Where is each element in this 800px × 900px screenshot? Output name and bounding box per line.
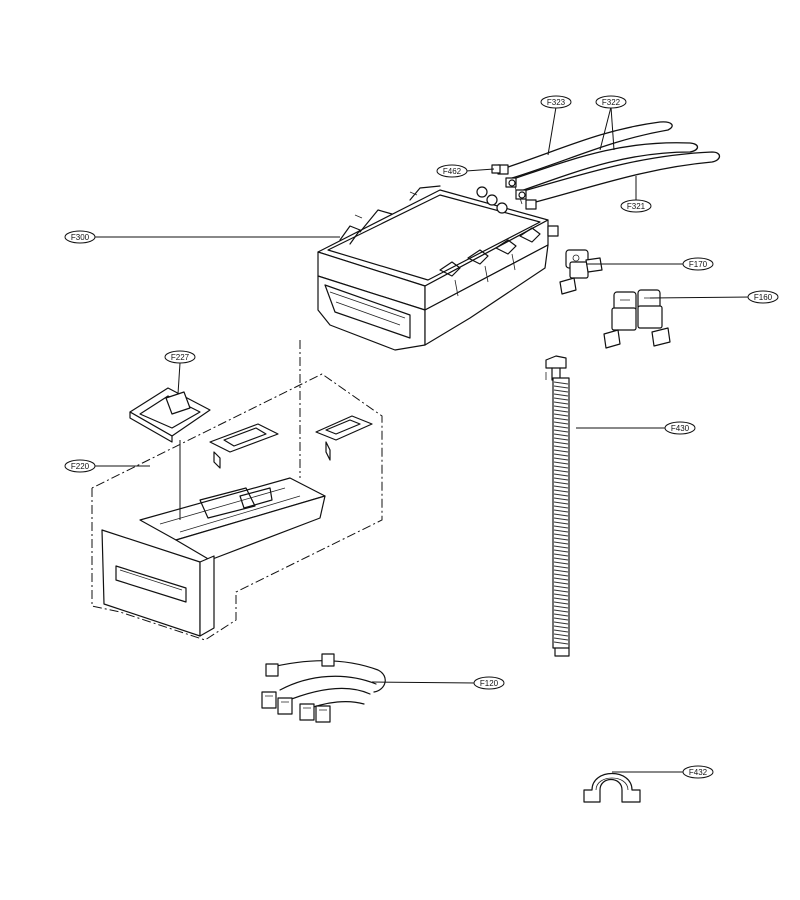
water-valve-double (603, 289, 671, 349)
callout-f120: F120 (473, 676, 505, 690)
inlet-hoses (497, 121, 721, 210)
callout-label-f462: F462 (443, 167, 462, 176)
wire-harness (261, 653, 386, 723)
callout-label-f300: F300 (71, 233, 90, 242)
callout-label-f323: F323 (547, 98, 566, 107)
drawer-assembly-outline (91, 340, 383, 641)
callout-f321: F321 (620, 199, 652, 213)
siphon-caps (209, 415, 373, 469)
callout-f432: F432 (682, 765, 714, 779)
detergent-drawer (101, 477, 326, 637)
callout-label-f321: F321 (627, 202, 646, 211)
hose-clip (583, 772, 641, 803)
callout-f227: F227 (164, 350, 196, 364)
callout-f220: F220 (64, 459, 96, 473)
callout-f462: F462 (436, 164, 468, 178)
callout-f323: F323 (540, 95, 572, 109)
callout-label-f220: F220 (71, 462, 90, 471)
callout-f170: F170 (682, 257, 714, 271)
leader-lines (94, 106, 753, 773)
water-valve-single (559, 249, 603, 295)
callout-f430: F430 (664, 421, 696, 435)
drain-inlet-hose (545, 355, 570, 657)
callout-label-f227: F227 (171, 353, 190, 362)
callout-label-f170: F170 (689, 260, 708, 269)
callout-f300: F300 (64, 230, 96, 244)
callout-label-f120: F120 (480, 679, 499, 688)
softener-cup (129, 387, 211, 443)
callout-f160: F160 (747, 290, 779, 304)
callout-label-f432: F432 (689, 768, 708, 777)
dispenser-housing (317, 185, 559, 351)
callout-label-f430: F430 (671, 424, 690, 433)
callout-label-f322: F322 (602, 98, 621, 107)
callout-label-f160: F160 (754, 293, 773, 302)
callout-f322: F322 (595, 95, 627, 109)
